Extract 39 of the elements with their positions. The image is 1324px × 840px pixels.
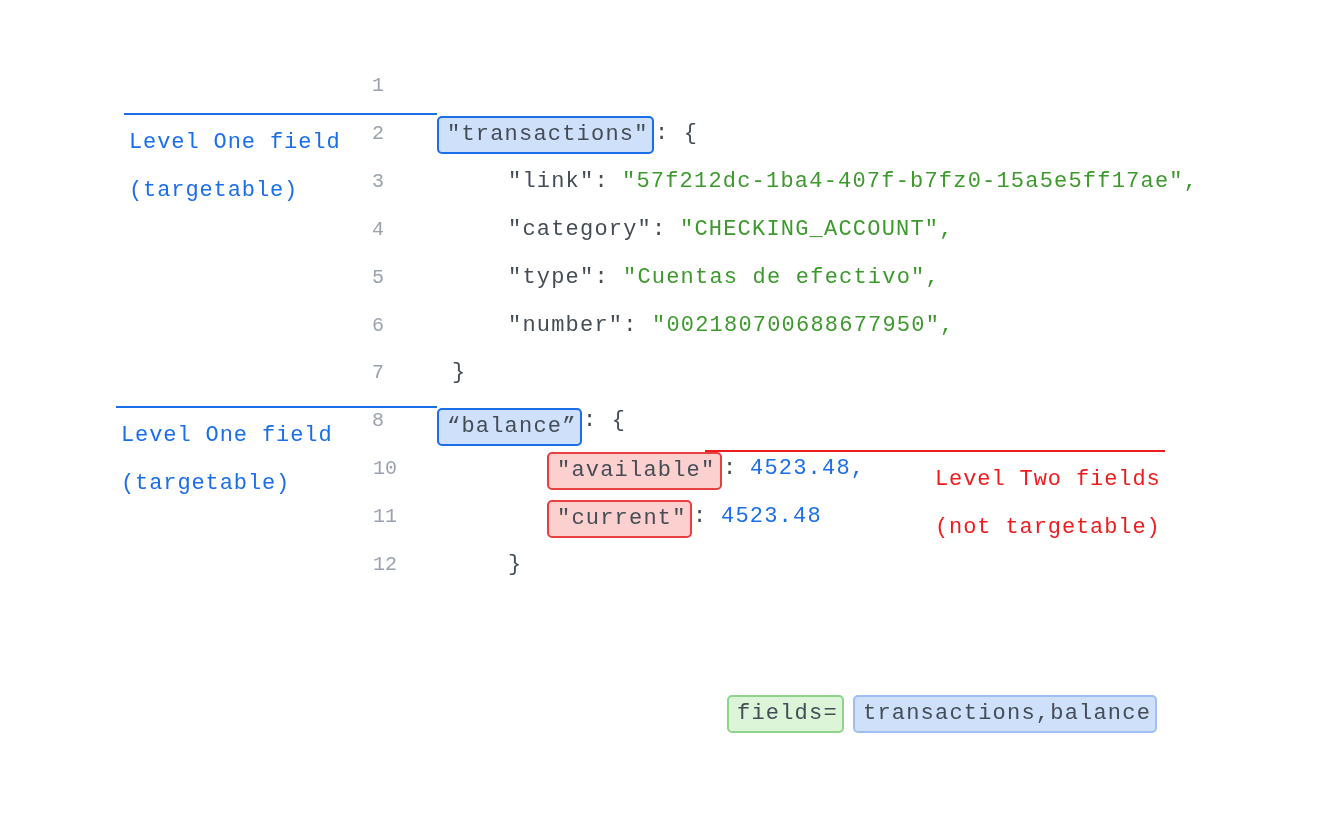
number-value: 4523.48 bbox=[721, 504, 822, 530]
code-text: "type": bbox=[508, 265, 609, 291]
number-value: 4523.48, bbox=[750, 456, 866, 482]
query-param-chip: transactions,balance bbox=[853, 695, 1157, 733]
line-number: 8 bbox=[372, 408, 384, 434]
code-text: "number": bbox=[508, 313, 638, 339]
line-number: 10 bbox=[373, 456, 397, 482]
line-number: 12 bbox=[373, 552, 397, 578]
string-value: "Cuentas de efectivo", bbox=[623, 265, 940, 291]
annotation-label: Level One field (targetable) bbox=[116, 407, 361, 508]
string-value: "57f212dc-1ba4-407f-b7fz0-15a5e5ff17ae", bbox=[622, 169, 1199, 195]
code-text: } bbox=[452, 360, 467, 386]
annotation-label: Level One field (targetable) bbox=[124, 114, 369, 215]
line-number: 7 bbox=[372, 360, 384, 386]
leader-line bbox=[115, 406, 438, 408]
code-text: : { bbox=[583, 408, 627, 434]
highlighted-key: “balance” bbox=[437, 408, 582, 446]
string-value: "002180700688677950", bbox=[652, 313, 955, 339]
line-number: 11 bbox=[373, 504, 397, 530]
annotation-label: Level Two fields (not targetable) bbox=[930, 451, 1175, 552]
string-value: "CHECKING_ACCOUNT", bbox=[680, 217, 954, 243]
code-text: } bbox=[508, 552, 523, 578]
code-text: : bbox=[693, 504, 708, 530]
line-number: 6 bbox=[372, 313, 384, 339]
line-number: 5 bbox=[372, 265, 384, 291]
query-param-chip: fields= bbox=[727, 695, 844, 733]
leader-line bbox=[123, 113, 438, 115]
code-text: "link": bbox=[508, 169, 609, 195]
code-text: : bbox=[723, 456, 738, 482]
highlighted-key: "transactions" bbox=[437, 116, 654, 154]
line-number: 3 bbox=[372, 169, 384, 195]
line-number: 2 bbox=[372, 121, 384, 147]
line-number: 4 bbox=[372, 217, 384, 243]
leader-line bbox=[704, 450, 1166, 452]
highlighted-key: "available" bbox=[547, 452, 722, 490]
highlighted-key: "current" bbox=[547, 500, 692, 538]
code-text: : { bbox=[655, 121, 699, 147]
code-text: "category": bbox=[508, 217, 667, 243]
line-number: 1 bbox=[372, 73, 384, 99]
